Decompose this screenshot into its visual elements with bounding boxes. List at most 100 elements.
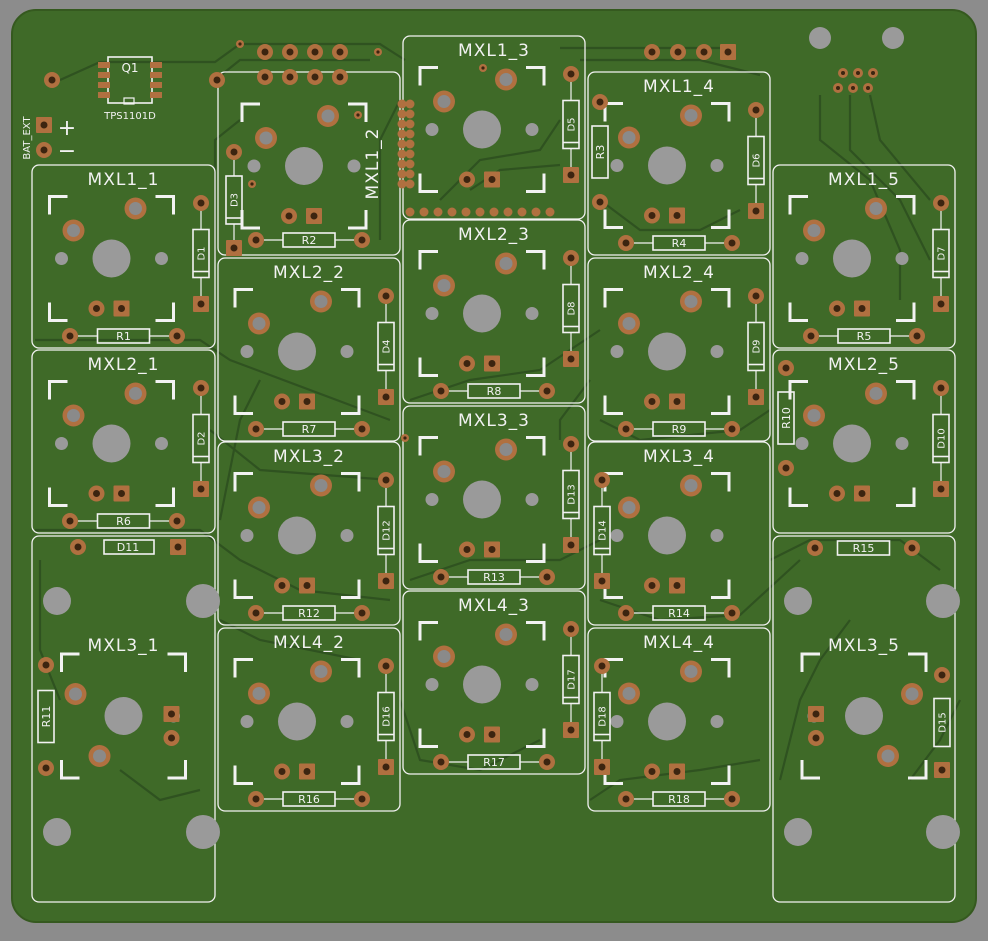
pad-drill [463,731,471,738]
switch-corner-bracket [896,487,916,507]
pad-drill [66,332,74,340]
switch-center-hole [278,332,316,371]
pad-drill [118,490,125,497]
switch-corner-bracket [788,380,808,400]
copper-trace [848,95,931,261]
pad-drill [197,199,205,207]
pad-drill [499,628,513,641]
pad-drill [622,687,636,700]
pad-drill [598,763,606,771]
copper-trace [769,538,941,571]
switch-center-hole [278,702,316,741]
pad-drill [129,387,142,400]
resistor-label: R5 [857,330,872,343]
resistor-body [282,791,336,807]
pad-drill [598,662,606,670]
switch-label: MXL2_1 [88,355,160,375]
switch-center-hole [648,702,686,741]
switch-corner-bracket [603,209,623,229]
mcu-pad [397,139,407,149]
switch-footprint-outline [402,219,586,404]
resistor-body [96,513,151,529]
pad-drill [684,479,698,492]
switch-corner-bracket [711,579,731,599]
mcu-pad [503,207,513,217]
switch-corner-bracket [341,765,361,785]
pad-drill [252,501,266,514]
switch-corner-bracket [233,579,253,599]
pad-drill [197,384,205,392]
mcu-pad [397,169,407,179]
pad-drill [684,665,698,678]
diode-label: D1 [197,246,208,260]
pad-drill [382,476,390,484]
switch-corner-bracket [418,66,438,86]
resistor-label: R12 [298,607,320,620]
pad-drill [310,212,318,220]
pad-drill [278,768,286,775]
ic-value-label: TPS1101D [103,111,156,122]
pad-drill [807,332,815,340]
switch-center-hole [285,147,323,185]
switch-side-hole [795,252,809,265]
switch-side-hole [895,252,909,265]
diode-label: D9 [752,339,763,353]
mcu-pad [397,149,407,159]
ic-pad [150,82,162,88]
pad-drill [48,76,56,84]
switch-side-hole [710,529,724,542]
pad-drill [567,254,575,262]
switch-side-hole [425,678,439,691]
mcu-pad [397,129,407,139]
mcu-pad [475,207,485,217]
switch-center-hole [278,516,316,555]
pad-drill [286,73,294,81]
pad-drill [382,662,390,670]
switch-center-hole [104,697,143,735]
switch-footprint-outline [772,535,956,903]
pad-drill [499,443,513,456]
pad-drill [303,398,311,405]
switch-footprint-outline [587,257,771,442]
mcu-pad [397,99,407,109]
switch-corner-bracket [341,288,361,308]
pad-drill [851,86,855,90]
switch-label: MXL4_3 [458,596,530,616]
pad-drill [567,625,575,633]
resistor-label: R16 [298,793,320,806]
switch-side-hole [795,437,809,450]
switch-corner-bracket [341,579,361,599]
pad-drill [336,48,344,56]
pad-drill [488,546,496,553]
pad-drill [938,671,946,679]
copper-trace [38,560,62,701]
via-drill [376,50,380,54]
battery-label: BAT_EXT [22,116,33,160]
pad-drill [937,485,945,493]
switch-center-hole [833,424,871,463]
pad-drill [598,476,606,484]
pad-drill [622,425,630,433]
switch-center-hole [648,516,686,555]
pad-drill [622,609,630,617]
resistor-body [282,421,336,437]
mcu-pad [447,207,457,217]
pad-drill [168,710,175,718]
ic-pad [150,92,162,98]
switch-footprint-outline [772,164,956,349]
pad-drill [807,409,821,422]
switch-label: MXL3_3 [458,411,530,431]
switch-corner-bracket [526,621,546,641]
resistor-body [777,391,795,445]
mcu-pad [531,207,541,217]
pad-drill [812,710,820,718]
resistor-body [652,791,706,807]
switch-side-hole [425,307,439,320]
pad-drill [841,71,845,75]
mcu-pad [397,179,407,189]
pad-drill [567,355,575,363]
copper-trace [580,58,761,77]
switch-corner-bracket [60,760,80,780]
switch-side-hole [340,715,354,728]
switch-label: MXL3_2 [273,447,345,467]
